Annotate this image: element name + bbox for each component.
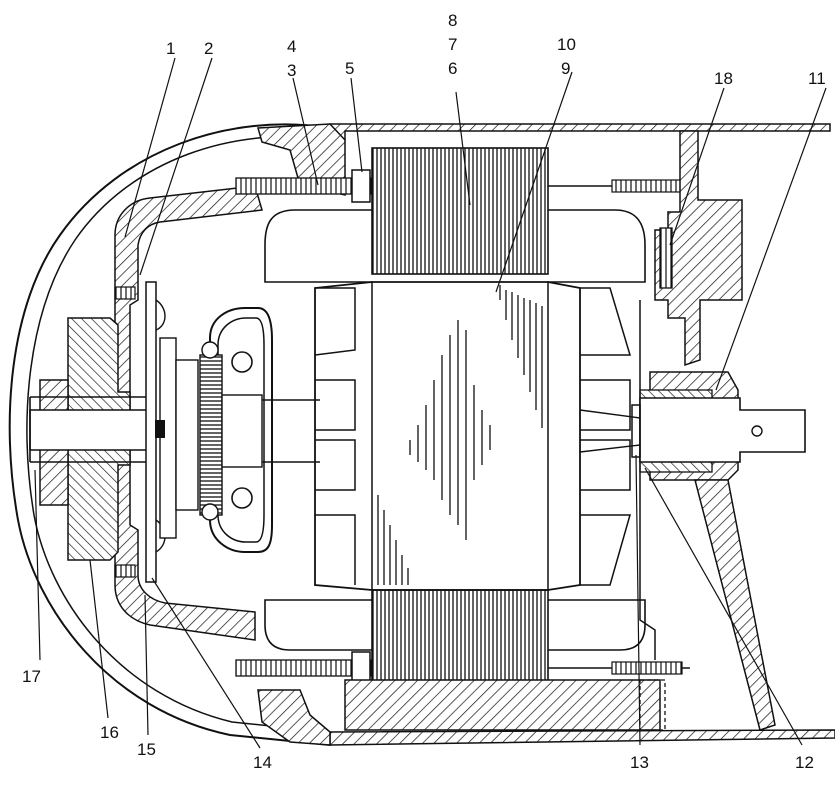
armature-core (314, 281, 632, 591)
callout-10: 10 (557, 35, 576, 54)
callout-13: 13 (630, 753, 649, 772)
outer-housing (8, 123, 835, 746)
callout-9: 9 (561, 59, 570, 78)
field-winding (264, 209, 646, 651)
callout-2: 2 (204, 39, 213, 58)
callout-5: 5 (345, 59, 354, 78)
stator-lamination-bottom (371, 589, 549, 691)
callout-12: 12 (795, 753, 814, 772)
commutator-assembly (199, 307, 320, 553)
callout-8: 8 (448, 11, 457, 30)
leader-lines (34, 57, 827, 749)
callout-16: 16 (100, 723, 119, 742)
through-bolt-bottom (235, 651, 690, 685)
callout-14: 14 (253, 753, 272, 772)
shaft-right (579, 397, 806, 463)
callout-labels: 1 2 3 4 5 6 7 8 9 10 11 12 13 14 15 16 1… (22, 11, 826, 772)
shaft-left (29, 396, 151, 463)
end-bracket (114, 185, 263, 641)
callout-1: 1 (166, 39, 175, 58)
stator-lamination-top (371, 147, 549, 275)
callout-11: 11 (808, 69, 826, 88)
callout-18: 18 (714, 69, 733, 88)
brush-plate (145, 281, 199, 583)
armature-skew-lines (377, 285, 543, 585)
callout-17: 17 (22, 667, 41, 686)
through-bolt-top (235, 169, 690, 203)
callout-3: 3 (287, 61, 296, 80)
callout-6: 6 (448, 59, 457, 78)
callout-7: 7 (448, 35, 457, 54)
callout-4: 4 (287, 37, 296, 56)
callout-15: 15 (137, 740, 156, 759)
